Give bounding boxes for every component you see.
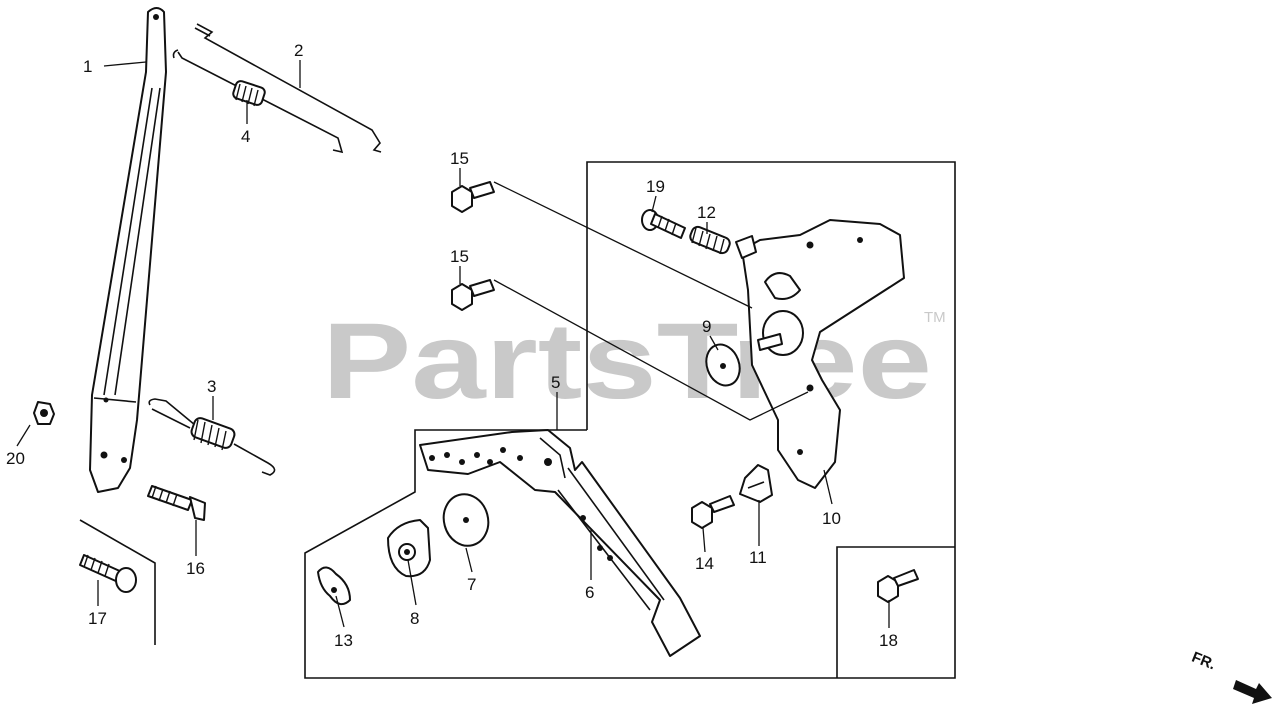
bolt-17-box	[79, 519, 156, 645]
leader-1	[103, 61, 147, 67]
callout-17: 17	[88, 609, 107, 628]
callout-16: 16	[186, 559, 205, 578]
bolt-15-upper	[451, 181, 495, 213]
callout-9: 9	[702, 317, 711, 336]
nut-20	[33, 401, 55, 425]
washer-7	[442, 493, 490, 547]
bolt-15-upper-axis	[493, 181, 753, 309]
leader-7	[465, 547, 473, 573]
callout-15-lower: 15	[450, 247, 469, 266]
leader-13	[335, 595, 345, 628]
leader-19	[651, 195, 657, 213]
wing-nut-13	[317, 566, 351, 606]
bolt-18	[877, 569, 919, 603]
bolt-15-lower-axis	[493, 279, 809, 421]
leader-9	[709, 335, 719, 351]
callout-12: 12	[697, 203, 716, 222]
leader-10	[823, 469, 833, 505]
lever-arm-1	[89, 7, 167, 493]
callout-15-upper: 15	[450, 149, 469, 168]
callout-20: 20	[6, 449, 25, 468]
callout-3: 3	[207, 377, 216, 396]
detent-plate-8	[387, 519, 431, 578]
bracket-10	[735, 219, 905, 489]
callout-14: 14	[695, 554, 714, 573]
callout-2: 2	[294, 41, 303, 60]
callout-11: 11	[749, 548, 767, 567]
callout-4: 4	[241, 127, 250, 146]
leader-14	[702, 527, 706, 553]
bolt-17	[79, 554, 137, 593]
front-direction-label: FR.	[1189, 649, 1218, 674]
lever-assembly-box	[304, 161, 956, 679]
callout-13: 13	[334, 631, 353, 650]
spring-12	[689, 225, 731, 255]
spring-4	[232, 80, 266, 107]
bolt-18-box	[836, 546, 955, 678]
callout-8: 8	[410, 609, 419, 628]
callout-7: 7	[467, 575, 476, 594]
spring-3	[148, 398, 276, 476]
bolt-16	[147, 485, 206, 521]
bolt-14	[691, 495, 735, 529]
bolt-19	[641, 209, 686, 239]
callout-18: 18	[879, 631, 898, 650]
callout-19: 19	[646, 177, 665, 196]
leader-8	[407, 559, 417, 606]
control-rod-2	[172, 23, 382, 154]
leader-20	[16, 424, 31, 447]
callout-1: 1	[83, 57, 92, 76]
bolt-15-lower	[451, 279, 495, 311]
shift-lever-6	[419, 429, 701, 657]
clip-11	[739, 464, 773, 503]
callout-6: 6	[585, 583, 594, 602]
trademark-mark: TM	[924, 309, 946, 326]
callout-5: 5	[551, 373, 560, 392]
arrow-icon	[1233, 680, 1272, 704]
callout-10: 10	[822, 509, 841, 528]
